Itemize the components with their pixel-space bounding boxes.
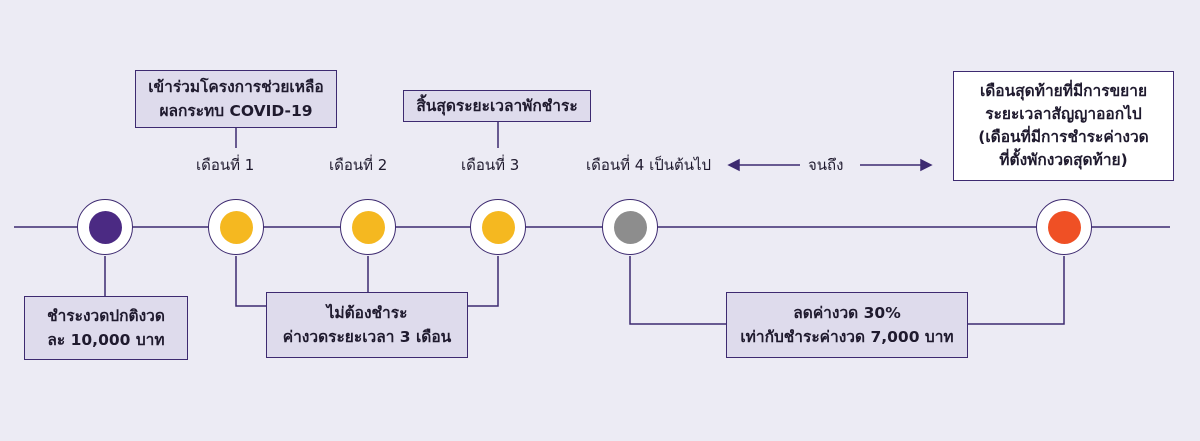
final-month-line-3: (เดือนที่มีการชำระค่างวด: [978, 128, 1149, 146]
month-2-label: เดือนที่ 2: [329, 156, 388, 174]
join-program-line-1: เข้าร่วมโครงการช่วยเหลือ: [148, 78, 324, 96]
discount-box: ลดค่างวด 30% เท่ากับชำระค่างวด 7,000 บาท: [726, 292, 968, 358]
until-label: จนถึง: [808, 156, 844, 174]
no-payment-bracket-left: [235, 256, 266, 307]
join-program-box: เข้าร่วมโครงการช่วยเหลือ ผลกระทบ COVID-1…: [135, 70, 337, 128]
discount-line-1: ลดค่างวด 30%: [793, 304, 901, 322]
node-month-3: [470, 199, 526, 255]
dot-normal: [88, 210, 122, 244]
discount-bracket-right: [968, 256, 1065, 325]
no-payment-box: ไม่ต้องชำระ ค่างวดระยะเวลา 3 เดือน: [266, 292, 468, 358]
normal-payment-line-2: ละ 10,000 บาท: [47, 331, 165, 349]
node-normal: [77, 199, 133, 255]
dot-month-1: [219, 210, 253, 244]
final-month-line-4: ที่ตั้งพักงวดสุดท้าย): [999, 151, 1128, 169]
discount-line-2: เท่ากับชำระค่างวด 7,000 บาท: [740, 328, 954, 346]
join-program-line-2: ผลกระทบ COVID-19: [159, 102, 313, 120]
no-payment-line-2: ค่างวดระยะเวลา 3 เดือน: [282, 328, 452, 346]
month-4-label: เดือนที่ 4 เป็นต้นไป: [586, 156, 712, 174]
dot-month-3: [481, 210, 515, 244]
end-grace-text: สิ้นสุดระยะเวลาพักชำระ: [416, 97, 578, 115]
node-month-2: [340, 199, 396, 255]
node-month-1: [208, 199, 264, 255]
month-1-label: เดือนที่ 1: [196, 156, 255, 174]
no-payment-bracket-right: [468, 256, 499, 307]
month-3-label: เดือนที่ 3: [461, 156, 520, 174]
discount-bracket-left: [629, 256, 726, 325]
normal-payment-box: ชำระงวดปกติงวด ละ 10,000 บาท: [24, 296, 188, 360]
until-arrows: [727, 158, 933, 172]
no-payment-line-1: ไม่ต้องชำระ: [326, 304, 408, 322]
dot-month-2: [351, 210, 385, 244]
node-month-4: [602, 199, 658, 255]
dot-final: [1047, 210, 1081, 244]
node-final: [1036, 199, 1092, 255]
final-month-line-1: เดือนสุดท้ายที่มีการขยาย: [979, 82, 1148, 100]
end-grace-box: สิ้นสุดระยะเวลาพักชำระ: [403, 90, 591, 122]
dot-month-4: [613, 210, 647, 244]
final-month-line-2: ระยะเวลาสัญญาออกไป: [985, 105, 1142, 123]
final-month-box: เดือนสุดท้ายที่มีการขยาย ระยะเวลาสัญญาออ…: [953, 71, 1174, 181]
normal-payment-line-1: ชำระงวดปกติงวด: [47, 307, 165, 325]
